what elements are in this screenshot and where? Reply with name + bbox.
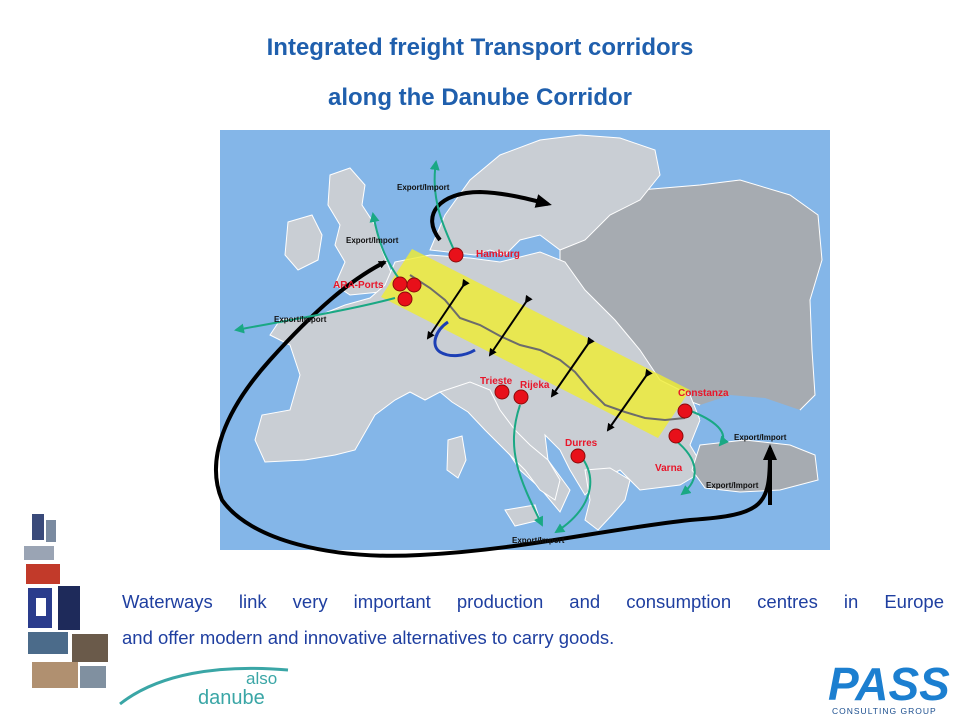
sea-route-loop bbox=[213, 260, 772, 558]
export-import-arrows bbox=[234, 160, 729, 534]
pass-consulting-logo: PASS CONSULTING GROUP bbox=[828, 660, 950, 716]
port-label-hamburg: Hamburg bbox=[476, 249, 520, 260]
port-markers bbox=[392, 247, 693, 464]
port-marker-durres bbox=[570, 448, 586, 464]
logo-swoosh bbox=[119, 666, 289, 706]
port-marker-ara-2 bbox=[406, 277, 422, 293]
page-title-line-2: along the Danube Corridor bbox=[327, 84, 632, 111]
port-marker-rijeka bbox=[513, 389, 529, 405]
page-title-line-1: Integrated freight Transport corridors bbox=[266, 34, 694, 61]
port-marker-hamburg bbox=[448, 247, 464, 263]
pass-logo-sub: CONSULTING GROUP bbox=[832, 706, 937, 716]
port-label-varna: Varna bbox=[655, 463, 683, 474]
export-import-label-north: Export/Import bbox=[397, 183, 450, 192]
black-sea bbox=[700, 395, 805, 438]
logo-text-also: also bbox=[246, 669, 277, 688]
north-sea-route bbox=[430, 189, 552, 242]
port-label-trieste: Trieste bbox=[480, 376, 513, 387]
port-label-durres: Durres bbox=[565, 438, 598, 449]
export-import-label-aegean: Export/Import bbox=[706, 481, 759, 490]
export-import-label-mediterranean: Export/Import bbox=[512, 536, 565, 545]
port-marker-trieste bbox=[494, 384, 510, 400]
side-photo-collage bbox=[24, 514, 108, 688]
port-label-ara: ARA-Ports bbox=[333, 280, 384, 291]
port-label-constanza: Constanza bbox=[678, 388, 729, 399]
port-marker-constanza bbox=[677, 403, 693, 419]
ireland-land bbox=[284, 214, 323, 271]
port-marker-ara-3 bbox=[397, 291, 413, 307]
caption-line-1: Waterways link very important production… bbox=[122, 591, 944, 612]
pass-logo-main: PASS bbox=[828, 660, 950, 710]
sardinia-land bbox=[446, 435, 467, 479]
italy-land bbox=[438, 381, 561, 501]
also-danube-logo: also danube bbox=[119, 666, 289, 709]
port-label-rijeka: Rijeka bbox=[520, 380, 550, 391]
mainland-europe bbox=[254, 251, 706, 513]
logo-text-danube: danube bbox=[198, 687, 265, 709]
port-marker-ara-1 bbox=[392, 276, 408, 292]
export-import-label-channel: Export/Import bbox=[346, 236, 399, 245]
export-import-label-atlantic: Export/Import bbox=[274, 315, 327, 324]
export-import-label-black-sea: Export/Import bbox=[734, 433, 787, 442]
port-marker-varna bbox=[668, 428, 684, 444]
greece-land bbox=[584, 467, 631, 531]
corridor-crossing-arrows bbox=[426, 278, 653, 432]
caption-line-2: and offer modern and innovative alternat… bbox=[122, 627, 615, 648]
turkey-land bbox=[691, 439, 819, 493]
